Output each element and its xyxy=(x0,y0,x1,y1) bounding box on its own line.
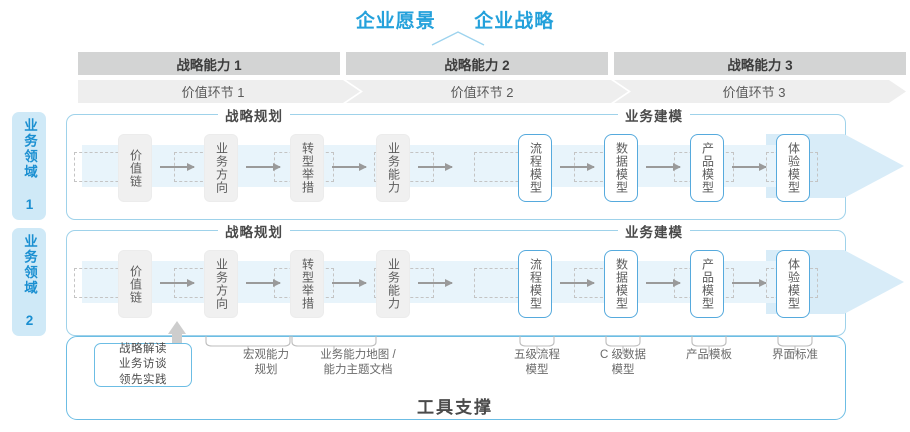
flow-arrow xyxy=(646,278,681,287)
title-vision: 企业愿景 xyxy=(355,11,436,32)
step-box-price-chain-2[interactable]: 价值链 xyxy=(118,250,152,318)
tool-note-ui-standard: 界面标准 xyxy=(772,349,818,361)
title-chevron-icon xyxy=(431,31,485,46)
step-box-capability-2[interactable]: 业务能力 xyxy=(376,250,410,318)
header-band: 战略能力 1 战略能力 2 战略能力 3 价值环节 1 价值环节 2 价值环节 … xyxy=(78,52,906,103)
step-box-transformation-2[interactable]: 转型举措 xyxy=(290,250,324,318)
value-bar-3-label: 价值环节 3 xyxy=(722,85,786,100)
flow-arrow xyxy=(332,278,367,287)
flow-band-2-arrowhead xyxy=(844,250,904,314)
domain-label-2: 业务领域 2 xyxy=(12,228,46,336)
domain-label-2-text: 业务领域 2 xyxy=(22,234,37,330)
step-box-experience-model-1[interactable]: 体验模型 xyxy=(776,134,810,202)
page-title: 企业愿景 企业战略 xyxy=(0,6,910,33)
flow-arrow xyxy=(160,162,195,171)
capability-bar-2: 战略能力 2 xyxy=(346,52,608,75)
domain-row-2: 战略规划 业务建模 价值链 业务方向 转型举措 业务能力 流程模型 数据模型 产… xyxy=(66,221,904,336)
capability-bar-2-label: 战略能力 2 xyxy=(444,57,510,73)
section-title-modeling-1: 业务建模 xyxy=(618,105,690,125)
flow-arrow xyxy=(418,278,453,287)
tool-note-macro-capability: 宏观能力 规划 xyxy=(243,349,289,377)
tool-note-data-model: C 级数据 模型 xyxy=(600,349,646,377)
brace-connectors xyxy=(205,336,813,354)
step-box-business-direction-2[interactable]: 业务方向 xyxy=(204,250,238,318)
step-box-product-model-1[interactable]: 产品模型 xyxy=(690,134,724,202)
section-title-planning-1: 战略规划 xyxy=(218,105,290,125)
value-bar-2-label: 价值环节 2 xyxy=(450,85,514,100)
tool-note-product-template: 产品模板 xyxy=(686,349,732,361)
flow-arrow xyxy=(246,278,281,287)
capability-bar-1: 战略能力 1 xyxy=(78,52,340,75)
flow-arrow xyxy=(560,278,595,287)
hint-up-arrow-icon xyxy=(168,321,186,334)
value-bar-3: 价值环节 3 xyxy=(614,80,906,103)
capability-bar-3-label: 战略能力 3 xyxy=(727,57,793,73)
hint-up-arrow-stem xyxy=(172,333,182,343)
capability-bar-1-label: 战略能力 1 xyxy=(176,57,242,73)
flow-arrow xyxy=(160,278,195,287)
flow-arrow xyxy=(560,162,595,171)
section-title-modeling-2: 业务建模 xyxy=(618,221,690,241)
flow-band-1-arrowhead xyxy=(844,134,904,198)
value-bar-1-label: 价值环节 1 xyxy=(181,85,245,100)
domain-label-1: 业务领域 1 xyxy=(12,112,46,220)
hint-box-strategy-inputs[interactable]: 战略解读 业务访谈 领先实践 xyxy=(94,343,192,387)
section-title-planning-2: 战略规划 xyxy=(218,221,290,241)
title-strategy: 企业战略 xyxy=(474,11,555,32)
domain-label-1-text: 业务领域 1 xyxy=(22,118,37,214)
domain-row-1: 战略规划 业务建模 价值链 业务方向 转型举措 业务能力 流程模型 数据模型 产… xyxy=(66,105,904,220)
flow-arrow xyxy=(732,162,767,171)
step-box-price-chain-1[interactable]: 价值链 xyxy=(118,134,152,202)
step-box-process-model-1[interactable]: 流程模型 xyxy=(518,134,552,202)
step-box-experience-model-2[interactable]: 体验模型 xyxy=(776,250,810,318)
flow-arrow xyxy=(246,162,281,171)
step-box-data-model-2[interactable]: 数据模型 xyxy=(604,250,638,318)
tool-support-title: 工具支撑 xyxy=(417,398,493,417)
flow-arrow xyxy=(418,162,453,171)
hint-line-1: 战略解读 xyxy=(119,343,167,356)
tool-support-frame xyxy=(66,336,846,420)
step-box-business-direction-1[interactable]: 业务方向 xyxy=(204,134,238,202)
step-box-process-model-2[interactable]: 流程模型 xyxy=(518,250,552,318)
step-box-transformation-1[interactable]: 转型举措 xyxy=(290,134,324,202)
value-bar-2: 价值环节 2 xyxy=(346,80,628,103)
tool-note-capability-map: 业务能力地图 / 能力主题文档 xyxy=(320,349,396,377)
tool-note-process-model: 五级流程 模型 xyxy=(514,349,560,377)
value-bar-1: 价值环节 1 xyxy=(78,80,360,103)
hint-line-2: 业务访谈 xyxy=(119,358,167,371)
hint-line-3: 领先实践 xyxy=(119,373,167,386)
capability-bar-3: 战略能力 3 xyxy=(614,52,906,75)
step-box-capability-1[interactable]: 业务能力 xyxy=(376,134,410,202)
step-box-product-model-2[interactable]: 产品模型 xyxy=(690,250,724,318)
flow-arrow xyxy=(732,278,767,287)
flow-arrow xyxy=(332,162,367,171)
step-box-data-model-1[interactable]: 数据模型 xyxy=(604,134,638,202)
flow-arrow xyxy=(646,162,681,171)
